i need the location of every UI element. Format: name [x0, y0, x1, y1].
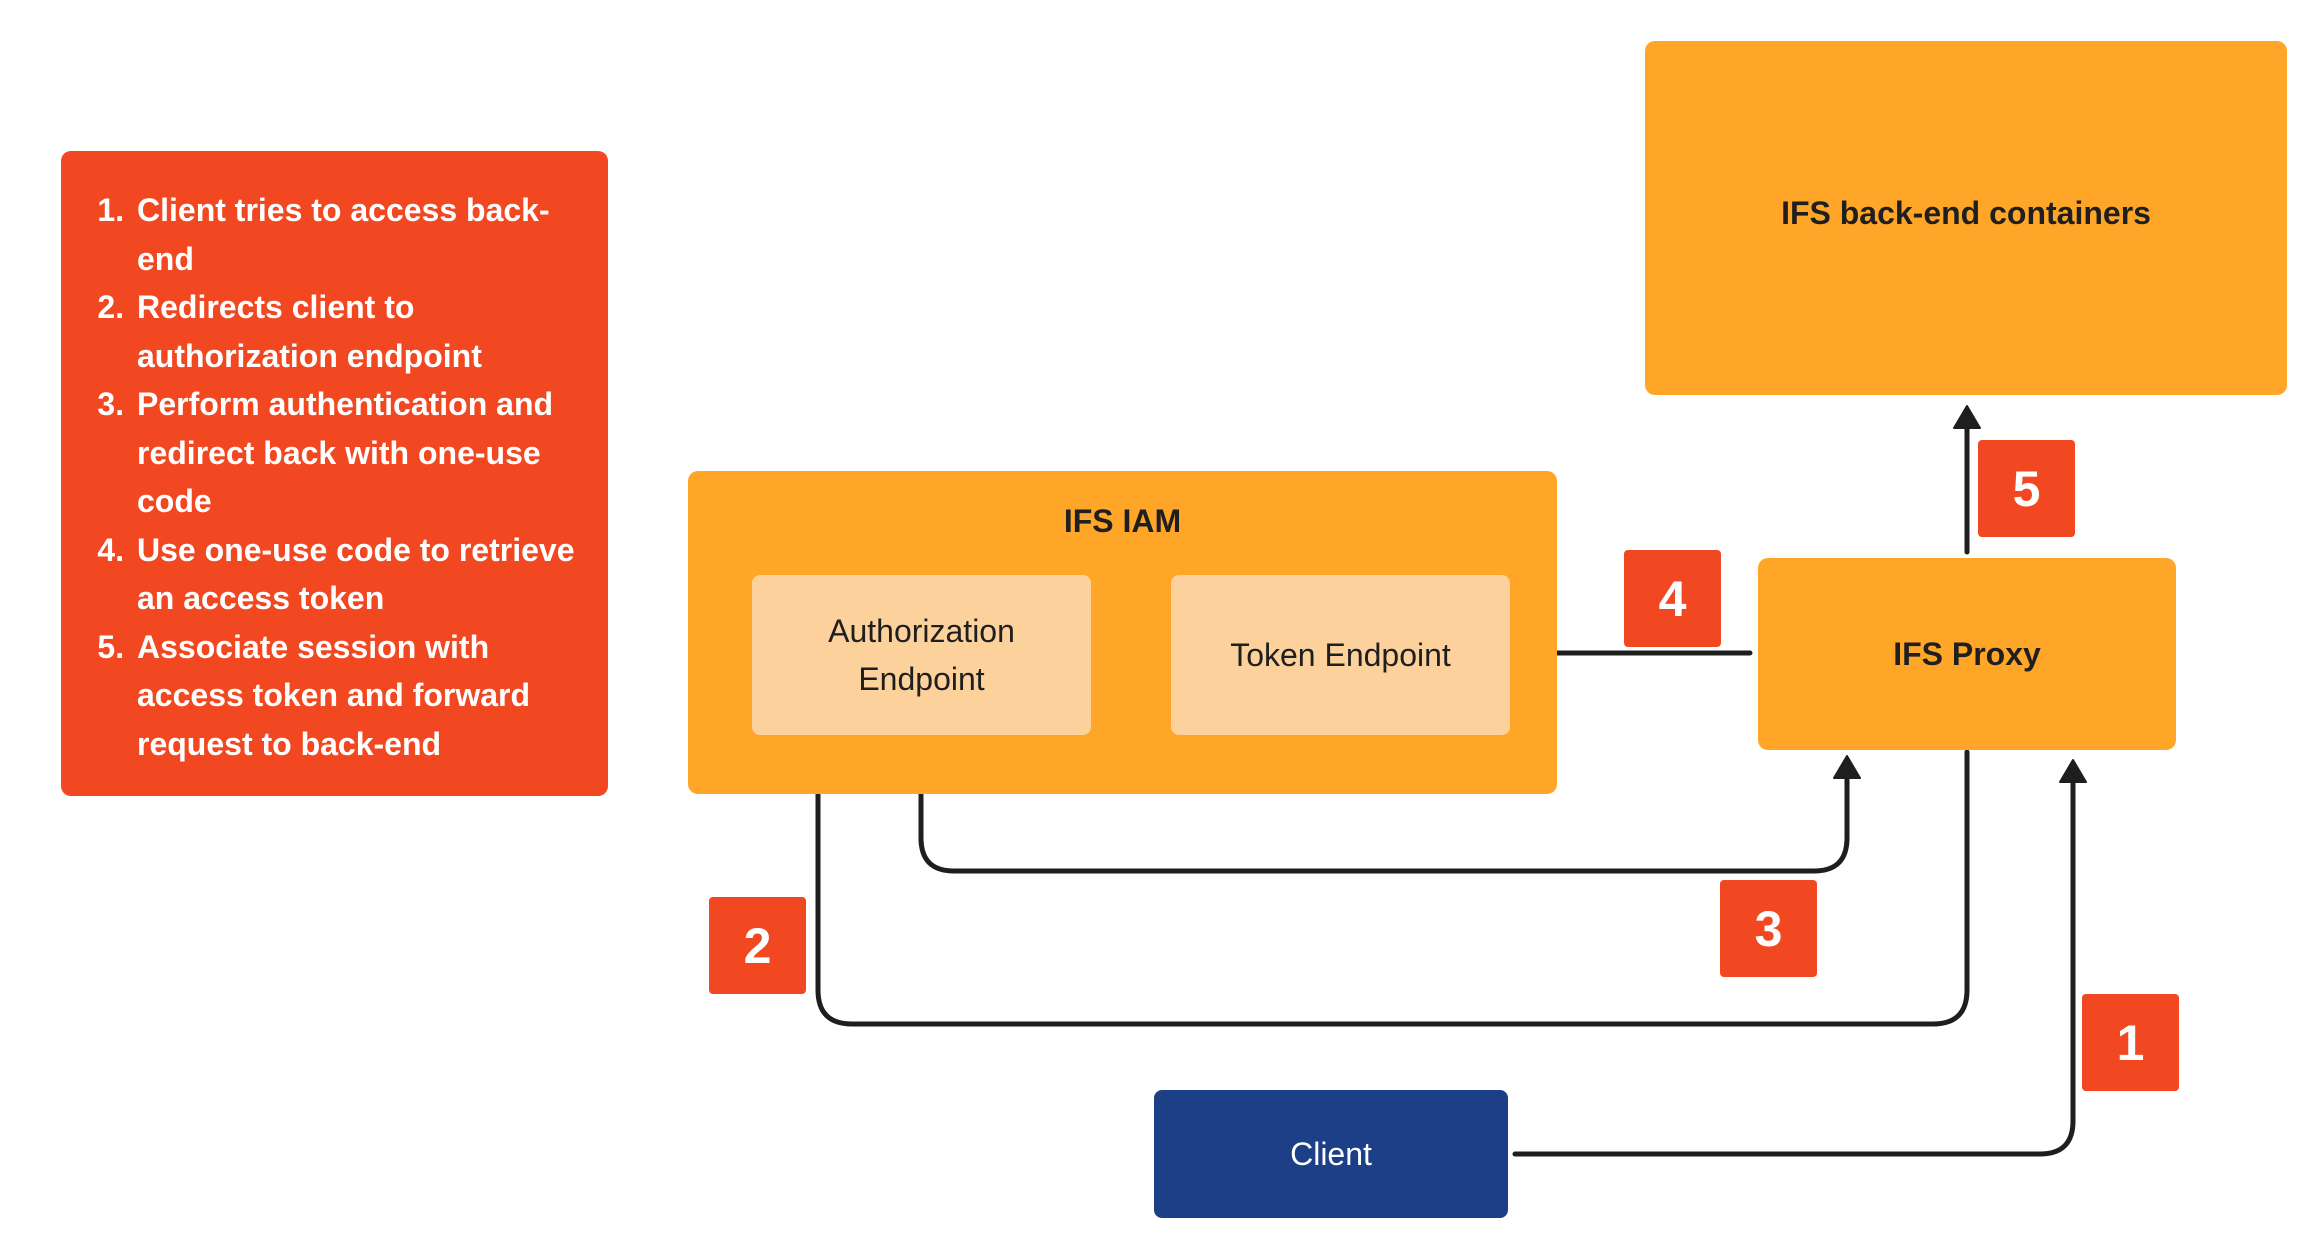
client-label: Client	[1290, 1135, 1372, 1172]
iam-label: IFS IAM	[1063, 503, 1182, 539]
authorization-endpoint-node: Authorization Endpoint	[752, 575, 1091, 735]
arrowhead-client-to-proxy	[2059, 759, 2087, 783]
backend-containers-node: IFS back-end containers	[1645, 41, 2287, 395]
token-endpoint-node: Token Endpoint	[1171, 575, 1510, 735]
steps-list: Client tries to access back-end Redirect…	[91, 186, 578, 768]
token-endpoint-label: Token Endpoint	[1230, 637, 1451, 673]
authorization-endpoint-label: Authorization Endpoint	[828, 613, 1015, 697]
arrow-client-to-proxy	[1512, 779, 2076, 1157]
step-description-4: Use one-use code to retrieve an access t…	[133, 526, 578, 623]
proxy-label: IFS Proxy	[1893, 635, 2041, 672]
client-node: Client	[1154, 1090, 1508, 1218]
arrowhead-authorization-to-proxy	[1833, 755, 1861, 779]
step-badge-1: 1	[2082, 994, 2179, 1091]
arrowhead-proxy-to-backend	[1953, 405, 1981, 429]
steps-legend: Client tries to access back-end Redirect…	[61, 151, 608, 796]
step-description-5: Associate session with access token and …	[133, 623, 578, 769]
step-badge-2: 2	[709, 897, 806, 994]
arrow-authorization-to-proxy	[918, 739, 1850, 874]
step-description-2: Redirects client to authorization endpoi…	[133, 283, 578, 380]
step-badge-4: 4	[1624, 550, 1721, 647]
proxy-node: IFS Proxy	[1758, 558, 2176, 750]
backend-containers-label: IFS back-end containers	[1781, 195, 2151, 231]
step-badge-5: 5	[1978, 440, 2075, 537]
step-description-3: Perform authentication and redirect back…	[133, 380, 578, 526]
arrow-proxy-to-authorization	[815, 749, 1970, 1027]
step-badge-3: 3	[1720, 880, 1817, 977]
step-description-1: Client tries to access back-end	[133, 186, 578, 283]
